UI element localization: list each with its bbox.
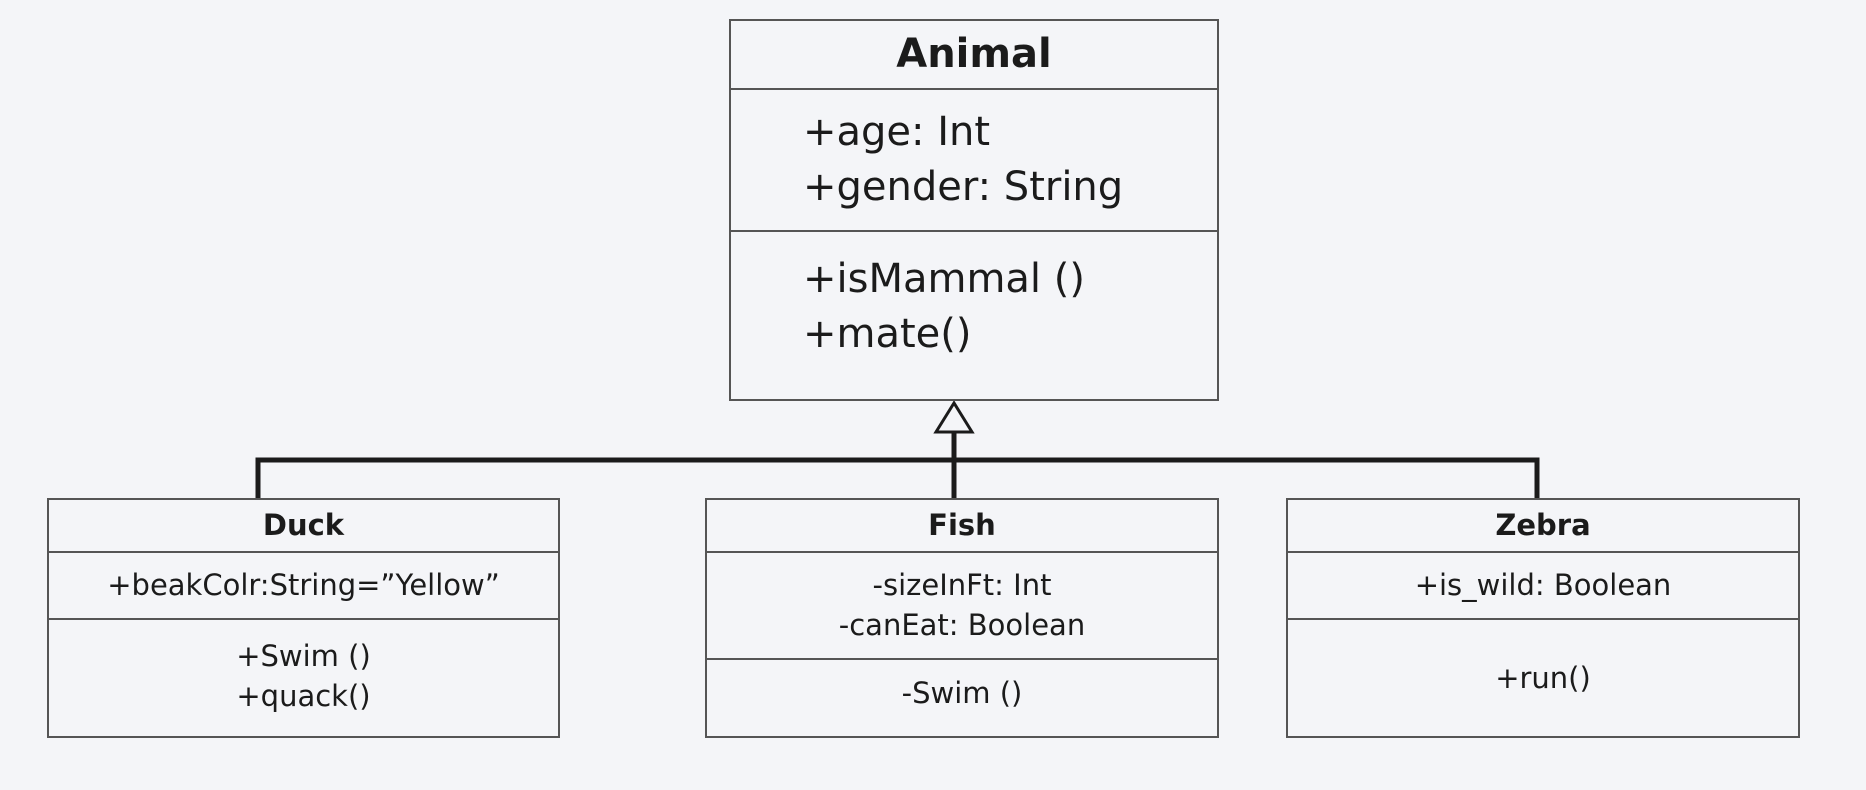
attributes-section: -sizeInFt: Int -canEat: Boolean <box>707 551 1217 658</box>
attribute-beakcolr: +beakColr:String=”Yellow” <box>107 568 500 602</box>
operation-mate: +mate() <box>803 311 972 357</box>
attributes-section: +beakColr:String=”Yellow” <box>49 551 558 618</box>
operations-section: +isMammal () +mate() <box>731 230 1217 403</box>
operation-ismammal: +isMammal () <box>803 256 1085 302</box>
inheritance-branch-line <box>255 457 1540 498</box>
class-name: Animal <box>896 31 1052 77</box>
attribute-caneat: -canEat: Boolean <box>838 608 1086 642</box>
class-animal: Animal +age: Int +gender: String +isMamm… <box>729 19 1219 401</box>
class-zebra: Zebra +is_wild: Boolean +run() <box>1286 498 1800 738</box>
class-name: Duck <box>262 508 345 542</box>
class-duck: Duck +beakColr:String=”Yellow” +Swim () … <box>47 498 560 738</box>
class-name: Zebra <box>1495 508 1591 542</box>
class-fish: Fish -sizeInFt: Int -canEat: Boolean -Sw… <box>705 498 1219 738</box>
operations-section: -Swim () <box>707 658 1217 740</box>
attribute-is-wild: +is_wild: Boolean <box>1414 568 1672 602</box>
operation-run: +run() <box>1495 661 1591 695</box>
attribute-gender: +gender: String <box>803 164 1124 210</box>
attributes-section: +age: Int +gender: String <box>731 88 1217 230</box>
attributes-section: +is_wild: Boolean <box>1288 551 1798 618</box>
operations-section: +Swim () +quack() <box>49 618 558 740</box>
attribute-sizeinft: -sizeInFt: Int <box>872 568 1052 602</box>
generalization-arrowhead <box>933 400 975 434</box>
operation-swim: -Swim () <box>901 676 1023 710</box>
operation-quack: +quack() <box>236 679 371 713</box>
class-name: Fish <box>928 508 996 542</box>
attribute-age: +age: Int <box>803 109 991 155</box>
operations-section: +run() <box>1288 618 1798 740</box>
operation-swim: +Swim () <box>236 639 371 673</box>
